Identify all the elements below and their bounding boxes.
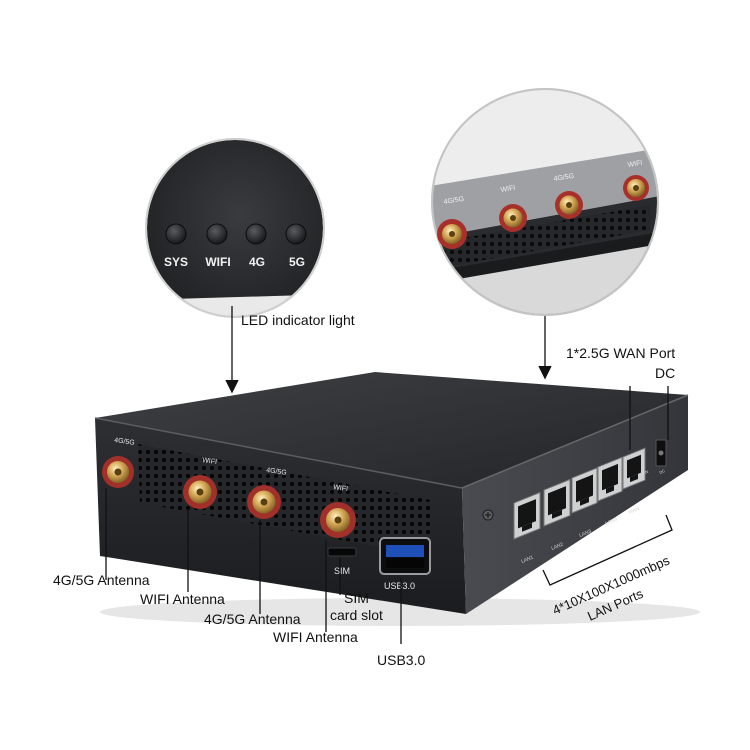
callout-antenna-3: 4G/5G Antenna	[204, 611, 301, 627]
lan-port-2-icon	[543, 478, 571, 527]
wan-port-icon	[622, 447, 646, 490]
led-zoom-circle: SYS WIFI 4G 5G	[145, 138, 325, 318]
router-top-face	[95, 372, 688, 488]
callout-sim-line2: card slot	[330, 607, 383, 623]
front-antenna-connector-4-icon	[320, 502, 356, 538]
antenna-zoom-label-1: 4G/5G	[443, 196, 464, 206]
front-label-2: WIFI	[202, 457, 218, 466]
antenna-zoom-circle: 4G/5G WIFI 4G/5G WIFI	[431, 88, 659, 316]
sim-printed-label: SIM	[334, 566, 350, 576]
led-label-wifi: WIFI	[205, 255, 230, 269]
led-label-sys: SYS	[164, 255, 188, 269]
rear-label-dc: DC	[659, 468, 666, 475]
front-label-3: 4G/5G	[266, 467, 287, 477]
led-label-5g: 5G	[289, 255, 305, 269]
lan-port-3-icon	[571, 467, 598, 514]
port-label-lan3: LAN3	[579, 529, 593, 539]
callout-antenna-4: WIFI Antenna	[273, 629, 358, 645]
screw-icon	[482, 509, 494, 521]
front-antenna-connector-2-icon	[183, 475, 217, 509]
front-label-4: WIFI	[333, 484, 349, 493]
lan-port-4-icon	[597, 456, 623, 502]
usb-printed-label: USB3.0	[384, 581, 415, 591]
port-label-wan: WAN	[628, 506, 641, 516]
led-5g-icon	[285, 223, 307, 245]
usb-port-icon	[379, 537, 431, 575]
rear-label-wan: WAN	[639, 469, 649, 477]
port-label-lan1: LAN1	[521, 555, 535, 565]
lan-port-1-icon	[513, 491, 541, 540]
led-sys-icon	[165, 223, 187, 245]
front-antenna-connector-3-icon	[247, 485, 281, 519]
callout-antenna-2: WIFI Antenna	[140, 591, 225, 607]
antenna-zoom-connector-2-icon	[499, 204, 527, 232]
antenna-zoom-label-2: WIFI	[500, 185, 516, 194]
port-label-lan4: LAN4	[605, 517, 619, 527]
callout-dc: DC	[655, 365, 675, 381]
router-device: 4G/5G WIFI 4G/5G WIFI SIM USB3.0	[94, 372, 700, 626]
front-label-1: 4G/5G	[114, 437, 135, 447]
sim-slot-icon	[327, 547, 357, 557]
callout-led-indicator: LED indicator light	[241, 312, 355, 328]
antenna-zoom-connector-1-icon	[437, 219, 467, 249]
antenna-zoom-connector-3-icon	[555, 191, 583, 219]
front-antenna-connector-1-icon	[102, 456, 134, 488]
port-label-lan2: LAN2	[551, 542, 565, 552]
led-label-4g: 4G	[249, 255, 265, 269]
antenna-zoom-label-4: WIFI	[627, 160, 643, 169]
antenna-zoom-label-3: 4G/5G	[553, 173, 574, 183]
front-vent-grid	[138, 444, 430, 556]
dc-jack-icon	[655, 439, 667, 467]
callout-antenna-1: 4G/5G Antenna	[53, 572, 150, 588]
leader-lines	[105, 306, 673, 644]
callout-usb: USB3.0	[377, 652, 425, 668]
callout-sim-line1: SIM	[344, 590, 369, 606]
led-4g-icon	[245, 223, 267, 245]
led-wifi-icon	[206, 223, 228, 245]
antenna-zoom-connector-4-icon	[623, 175, 649, 201]
callout-wan-port: 1*2.5G WAN Port	[566, 345, 675, 361]
